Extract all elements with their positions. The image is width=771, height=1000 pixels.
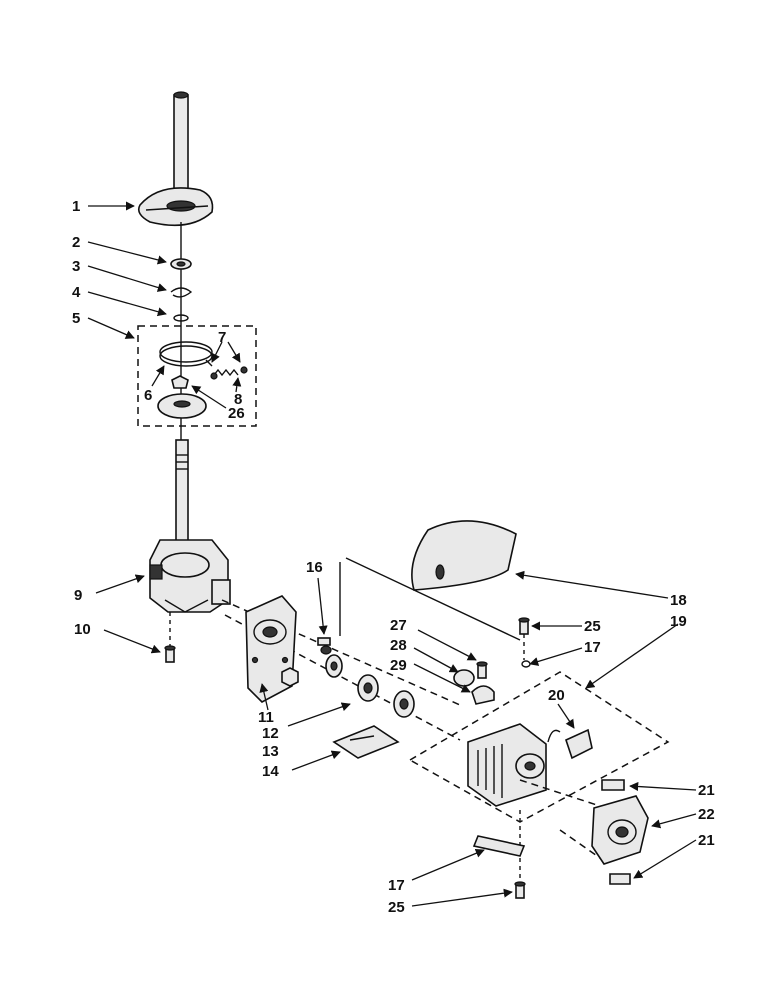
gasket-part-14 [332,725,400,759]
callout-21-bottom: 21 [698,832,715,849]
clip-part-21-bottom [609,873,631,885]
callout-4: 4 [72,284,81,301]
drive-shaft-upper [173,91,189,206]
spring-clip-part-6 [159,341,213,367]
motor-assembly-outline-part-19 [408,671,670,823]
motor-part-19 [467,723,547,807]
screw-part-25-top [518,617,530,635]
cam-part-brake [157,393,207,419]
spring-part-7 [210,366,248,380]
callout-14: 14 [262,763,279,780]
clip-part-17-bottom [472,835,526,857]
screw-part-27 [476,661,488,679]
cover-part-22 [591,795,649,865]
clip-part-17-top [521,660,531,668]
clip-part-21-top [601,779,625,791]
callout-labels: 1 2 3 4 5 6 7 8 26 9 10 16 11 12 13 14 2… [72,198,715,916]
callout-1: 1 [72,198,80,215]
callout-26: 26 [228,405,245,422]
callout-25-top: 25 [584,618,601,635]
gearcase-part-9 [149,539,231,613]
callout-10: 10 [74,621,91,638]
coupler-part-13c [393,690,415,718]
callout-13: 13 [262,743,279,760]
washer-part-2 [170,258,192,270]
callout-3: 3 [72,258,80,275]
drive-bell-part-1 [137,187,214,227]
callout-9: 9 [74,587,82,604]
capacitor-part-28 [453,669,475,687]
callout-27: 27 [390,617,407,634]
leader-lines [87,201,697,907]
callout-12: 12 [262,725,279,742]
callout-16: 16 [306,559,323,576]
callout-18: 18 [670,592,687,609]
callout-7: 7 [218,329,226,346]
ring-part-3 [170,287,193,298]
shield-part-18 [411,520,517,591]
callout-25-bottom: 25 [388,899,405,916]
callout-8: 8 [234,391,242,408]
assembly-box-part-5 [137,325,257,427]
callout-17-top: 17 [584,639,601,656]
screw-part-25-bottom [514,881,526,899]
callout-19: 19 [670,613,687,630]
clip-part-4 [173,314,189,322]
screw-part-16 [317,637,332,655]
coupler-part-13b [357,674,379,702]
switch-part-20 [547,728,593,760]
coupler-part-13a [325,654,343,678]
callout-20: 20 [548,687,565,704]
callout-2: 2 [72,234,80,251]
clamp-part-29 [471,685,495,705]
grommet-part-12 [281,667,299,687]
callout-22: 22 [698,806,715,823]
callout-6: 6 [144,387,152,404]
callout-11: 11 [258,709,274,726]
callout-21-top: 21 [698,782,715,799]
callout-29: 29 [390,657,407,674]
callout-17-bottom: 17 [388,877,405,894]
callout-28: 28 [390,637,407,654]
callout-5: 5 [72,310,80,327]
drive-block-part-26 [171,375,189,389]
bolt-part-10 [164,645,176,663]
